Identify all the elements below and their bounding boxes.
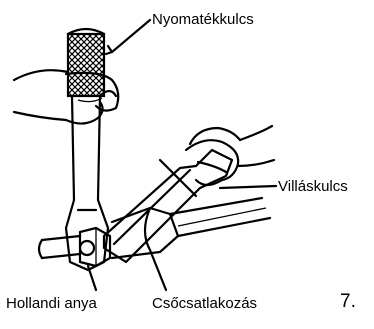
leader-fitting: [150, 250, 166, 290]
leader-torque-wrench: [112, 20, 150, 52]
hand-lower: [186, 126, 274, 185]
torque-wrench: [66, 29, 108, 270]
leader-flare-nut: [88, 266, 96, 290]
leader-lines: [88, 20, 276, 290]
label-torque-wrench: Nyomatékkulcs: [152, 12, 254, 27]
label-open-end-wrench: Villáskulcs: [278, 179, 348, 194]
leader-open-end: [220, 186, 276, 188]
figure-number: 7.: [340, 292, 356, 311]
pipe-left: [39, 236, 80, 258]
label-flare-nut: Hollandi anya: [6, 296, 97, 311]
label-pipe-fitting: Csőcsatlakozás: [152, 296, 257, 311]
leader-arrow-torque: [106, 46, 112, 54]
